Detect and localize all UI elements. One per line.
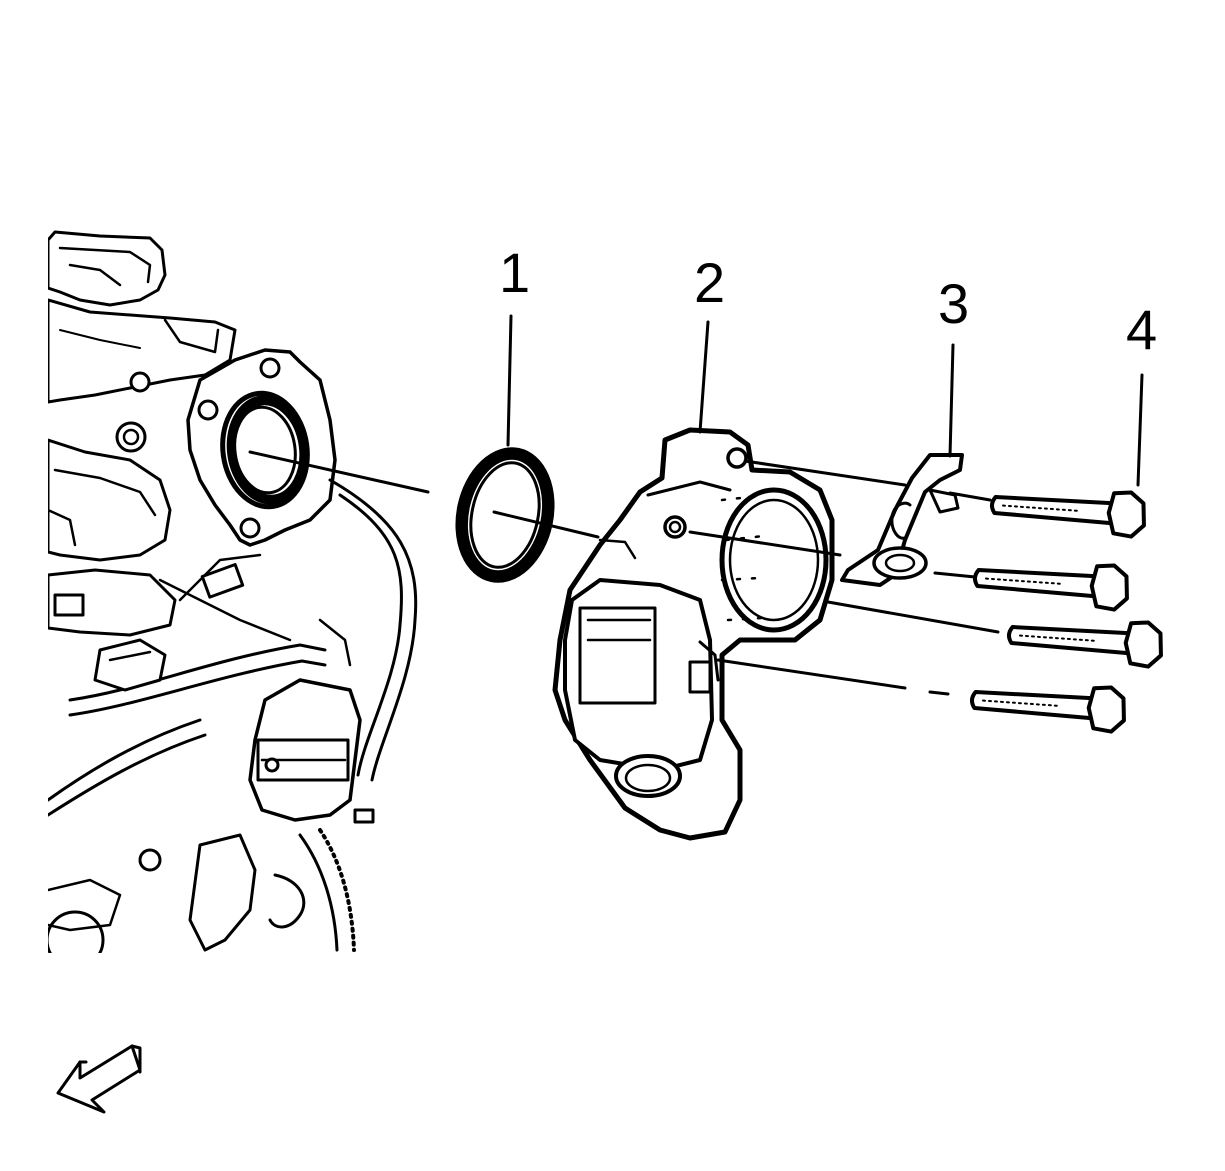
throttle-body-bolts — [970, 490, 1163, 734]
leader-4 — [1136, 373, 1144, 487]
callout-3: 3 — [938, 272, 969, 335]
leader-3 — [948, 343, 955, 458]
callout-4: 4 — [1126, 298, 1157, 361]
callout-1: 1 — [499, 241, 530, 304]
front-of-vehicle-arrow-icon — [56, 1044, 142, 1114]
bolt-3 — [1007, 620, 1163, 669]
bolt-1 — [990, 490, 1146, 539]
bolt-4 — [970, 685, 1126, 734]
callout-leaders — [506, 314, 1144, 487]
callout-2: 2 — [694, 251, 725, 314]
engine-assembly — [48, 230, 418, 953]
throttle-body — [552, 427, 835, 841]
alignment-lines — [248, 450, 1000, 696]
leader-2 — [698, 320, 710, 434]
leader-1 — [506, 314, 513, 447]
bolt-2 — [973, 563, 1129, 612]
throttle-body-bracket — [840, 453, 964, 587]
